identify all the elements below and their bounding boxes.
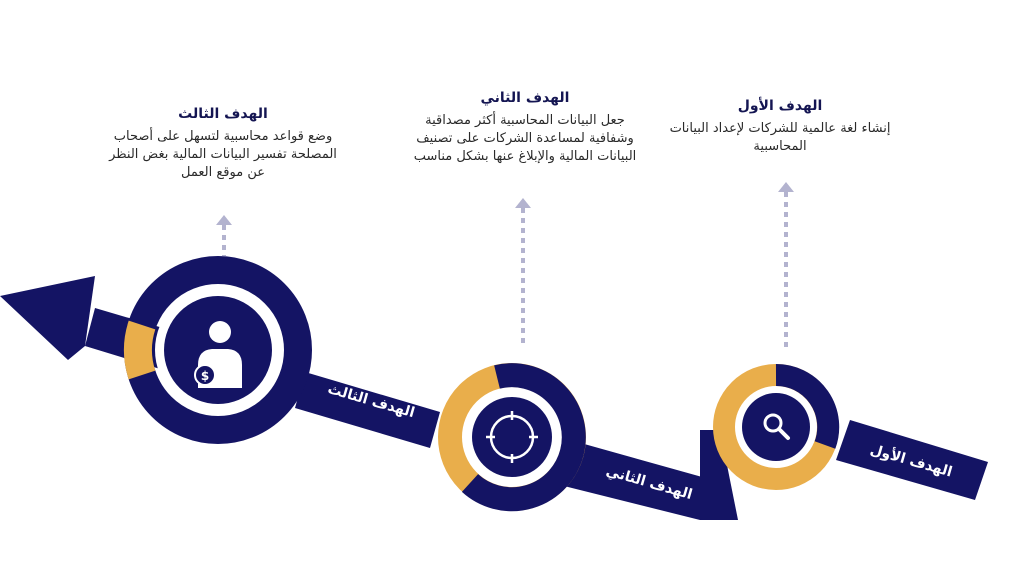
goal-3-description: الهدف الثالث وضع قواعد محاسبية لتسهل على… [108, 106, 338, 182]
target-icon [486, 411, 538, 463]
band-segment-2 [560, 440, 720, 520]
arrow-head [0, 276, 95, 360]
goal-3-ring: $ [124, 256, 312, 444]
search-icon [763, 413, 790, 440]
goal-2-text: جعل البيانات المحاسبية أكثر مصداقية وشفا… [413, 113, 637, 164]
connector-goal-1 [778, 182, 794, 350]
goal-2-ring [438, 363, 586, 512]
connector-goal-2 [515, 198, 531, 348]
goal-3-text: وضع قواعد محاسبية لتسهل على أصحاب المصلح… [109, 129, 337, 180]
goal-3-title: الهدف الثالث [178, 106, 268, 122]
goal-1-title: الهدف الأول [737, 98, 823, 114]
svg-text:$: $ [201, 369, 209, 383]
band-segment-1 [836, 420, 988, 500]
goal-2-title: الهدف الثاني [480, 90, 570, 106]
goal-1-text: إنشاء لغة عالمية للشركات لإعداد البيانات… [669, 121, 891, 154]
band-segment-2b [700, 430, 738, 520]
goal-2-description: الهدف الثاني جعل البيانات المحاسبية أكثر… [410, 90, 640, 166]
goal-1-ring [713, 363, 840, 490]
band-segment-3 [295, 372, 440, 448]
user-money-icon: $ [194, 321, 242, 388]
connector-goal-3 [216, 215, 232, 256]
goal-1-description: الهدف الأول إنشاء لغة عالمية للشركات لإع… [660, 98, 900, 156]
